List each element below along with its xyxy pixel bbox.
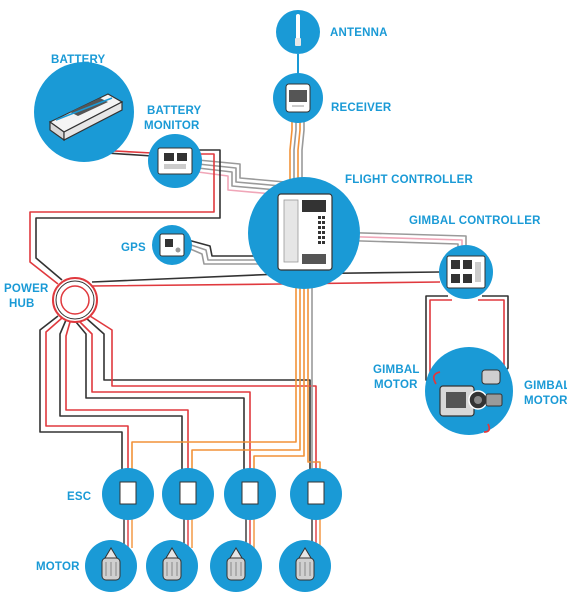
battery-monitor-label-line2: MONITOR	[144, 120, 200, 132]
battery-label: BATTERY	[51, 54, 106, 66]
receiver-label: RECEIVER	[331, 102, 392, 114]
brushless-motor-icon	[226, 547, 246, 581]
esc-module-icon	[241, 481, 259, 505]
battery-icon	[48, 93, 124, 142]
receiver-node	[273, 73, 323, 123]
gps-label: GPS	[121, 242, 146, 254]
battery-monitor-node	[148, 134, 202, 188]
motor-label: MOTOR	[36, 561, 80, 573]
motor-node	[210, 540, 262, 592]
battery-node	[34, 62, 134, 162]
antenna-label: ANTENNA	[330, 27, 388, 39]
gps-module-icon	[159, 233, 185, 257]
motor-node	[146, 540, 198, 592]
battery-monitor-label-line1: BATTERY	[147, 105, 202, 117]
antenna-node	[276, 10, 320, 54]
gimbal-motor-right-label-line1: GIMBAL	[524, 380, 567, 392]
motor-row	[85, 540, 331, 592]
power-hub-node	[52, 277, 98, 323]
esc-node	[102, 468, 154, 520]
esc-label: ESC	[67, 491, 91, 503]
gps-node	[152, 225, 192, 265]
power-hub-label-line1: POWER	[4, 283, 49, 295]
receiver-icon	[285, 83, 311, 113]
esc-module-icon	[179, 481, 197, 505]
flight-controller-board-icon	[277, 193, 333, 271]
gimbal-motor-left-label-line1: GIMBAL	[373, 364, 420, 376]
power-hub-label-line2: HUB	[9, 298, 35, 310]
flight-controller-label: FLIGHT CONTROLLER	[345, 174, 473, 186]
gimbal-motor-left-label-line2: MOTOR	[374, 379, 418, 391]
antenna-icon	[295, 14, 301, 46]
motor-node	[85, 540, 137, 592]
esc-node	[290, 468, 342, 520]
gimbal-motor-node	[425, 347, 513, 435]
gimbal-board-icon	[446, 255, 486, 289]
camera-gimbal-icon	[432, 369, 503, 433]
esc-node	[224, 468, 276, 520]
flight-controller-node	[248, 177, 360, 289]
brushless-motor-icon	[101, 547, 121, 581]
esc-node	[162, 468, 214, 520]
motor-node	[279, 540, 331, 592]
gimbal-controller-node	[439, 245, 493, 299]
esc-module-icon	[119, 481, 137, 505]
gimbal-motor-right-label-line2: MOTOR	[524, 395, 567, 407]
circuit-board-icon	[157, 147, 193, 175]
esc-module-icon	[307, 481, 325, 505]
brushless-motor-icon	[295, 547, 315, 581]
brushless-motor-icon	[162, 547, 182, 581]
esc-row	[102, 468, 342, 520]
power-hub-ring-icon	[52, 277, 98, 323]
gimbal-controller-label: GIMBAL CONTROLLER	[409, 215, 541, 227]
